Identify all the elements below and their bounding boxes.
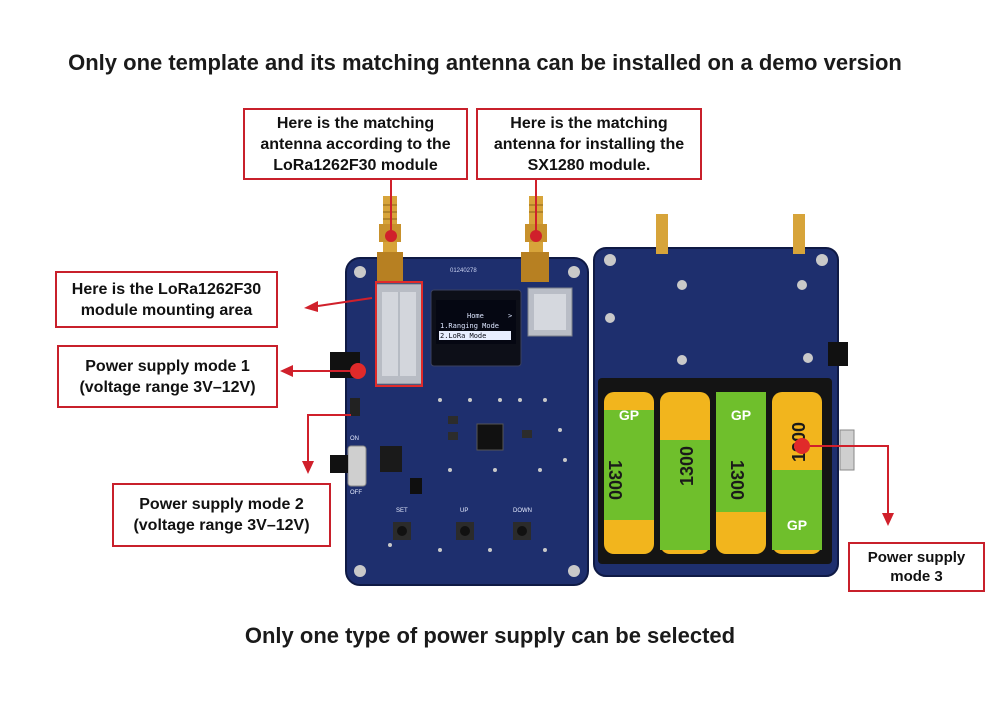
pointer-dot [530, 230, 542, 242]
psu3-marker [794, 438, 810, 454]
battery-capacity-label: 1300 [727, 460, 747, 500]
module-area-highlight [375, 281, 423, 387]
oled-display: Home > 1.Ranging Mode 2.LoRa Mode [430, 289, 522, 367]
battery-brand-label: GP [787, 517, 807, 533]
footer-title: Only one type of power supply can be sel… [244, 623, 736, 648]
pointer-psu3 [810, 445, 889, 514]
lora-module [375, 281, 423, 387]
battery-3: GP 1300 [716, 392, 766, 554]
lcd-line-ranging: 1.Ranging Mode [440, 322, 499, 330]
mounting-hole [568, 266, 580, 278]
callout-module-area: Here is the LoRa1262F30 module mounting … [55, 271, 278, 328]
psu1-marker [350, 363, 366, 379]
battery-brand-label: GP [731, 407, 751, 423]
mounting-hole [568, 565, 580, 577]
set-button-label: SET [396, 508, 408, 514]
mounting-hole [354, 266, 366, 278]
back-antenna-connector [656, 214, 668, 254]
battery-capacity-label: 1300 [605, 460, 625, 500]
mounting-hole [354, 565, 366, 577]
battery-1: GP 1300 [604, 392, 654, 554]
down-button[interactable] [513, 522, 531, 540]
up-button-label: UP [460, 508, 468, 514]
power-switch [347, 445, 367, 487]
right-pcb-board: GP 1300 1300 GP 1300 1300 GP [593, 214, 855, 577]
callout-power-supply-3: Power supply mode 3 [848, 542, 985, 592]
page-title: Only one template and its matching anten… [68, 50, 902, 75]
back-antenna-connector [793, 214, 805, 254]
pointer-dot [385, 230, 397, 242]
set-button[interactable] [393, 522, 411, 540]
switch-off-label: OFF [350, 490, 362, 496]
down-button-label: DOWN [513, 508, 532, 514]
callout-power-supply-1: Power supply mode 1 (voltage range 3V–12… [57, 345, 278, 408]
pointer-lines [280, 180, 894, 526]
lcd-line-lora: 2.LoRa Mode [440, 332, 486, 340]
pointer-module-area [317, 297, 373, 307]
pin-header [350, 398, 360, 416]
lcd-line-home: Home [467, 312, 484, 320]
left-pcb-board: 01240278 [330, 196, 589, 586]
callout-lora-antenna: Here is the matching antenna according t… [243, 108, 468, 180]
pointer-psu2 [307, 414, 351, 462]
mcu-chip [476, 423, 504, 451]
battery-brand-label: GP [619, 407, 639, 423]
silk-code-label: 01240278 [450, 268, 477, 274]
battery-4: 1300 GP [772, 392, 822, 554]
lcd-arrow: > [508, 312, 512, 320]
callout-power-supply-2: Power supply mode 2 (voltage range 3V–12… [112, 483, 331, 547]
callout-sx1280-antenna: Here is the matching antenna for install… [476, 108, 702, 180]
battery-2: 1300 [660, 392, 710, 554]
up-button[interactable] [456, 522, 474, 540]
battery-capacity-label: 1300 [677, 446, 697, 486]
switch-on-label: ON [350, 436, 359, 442]
